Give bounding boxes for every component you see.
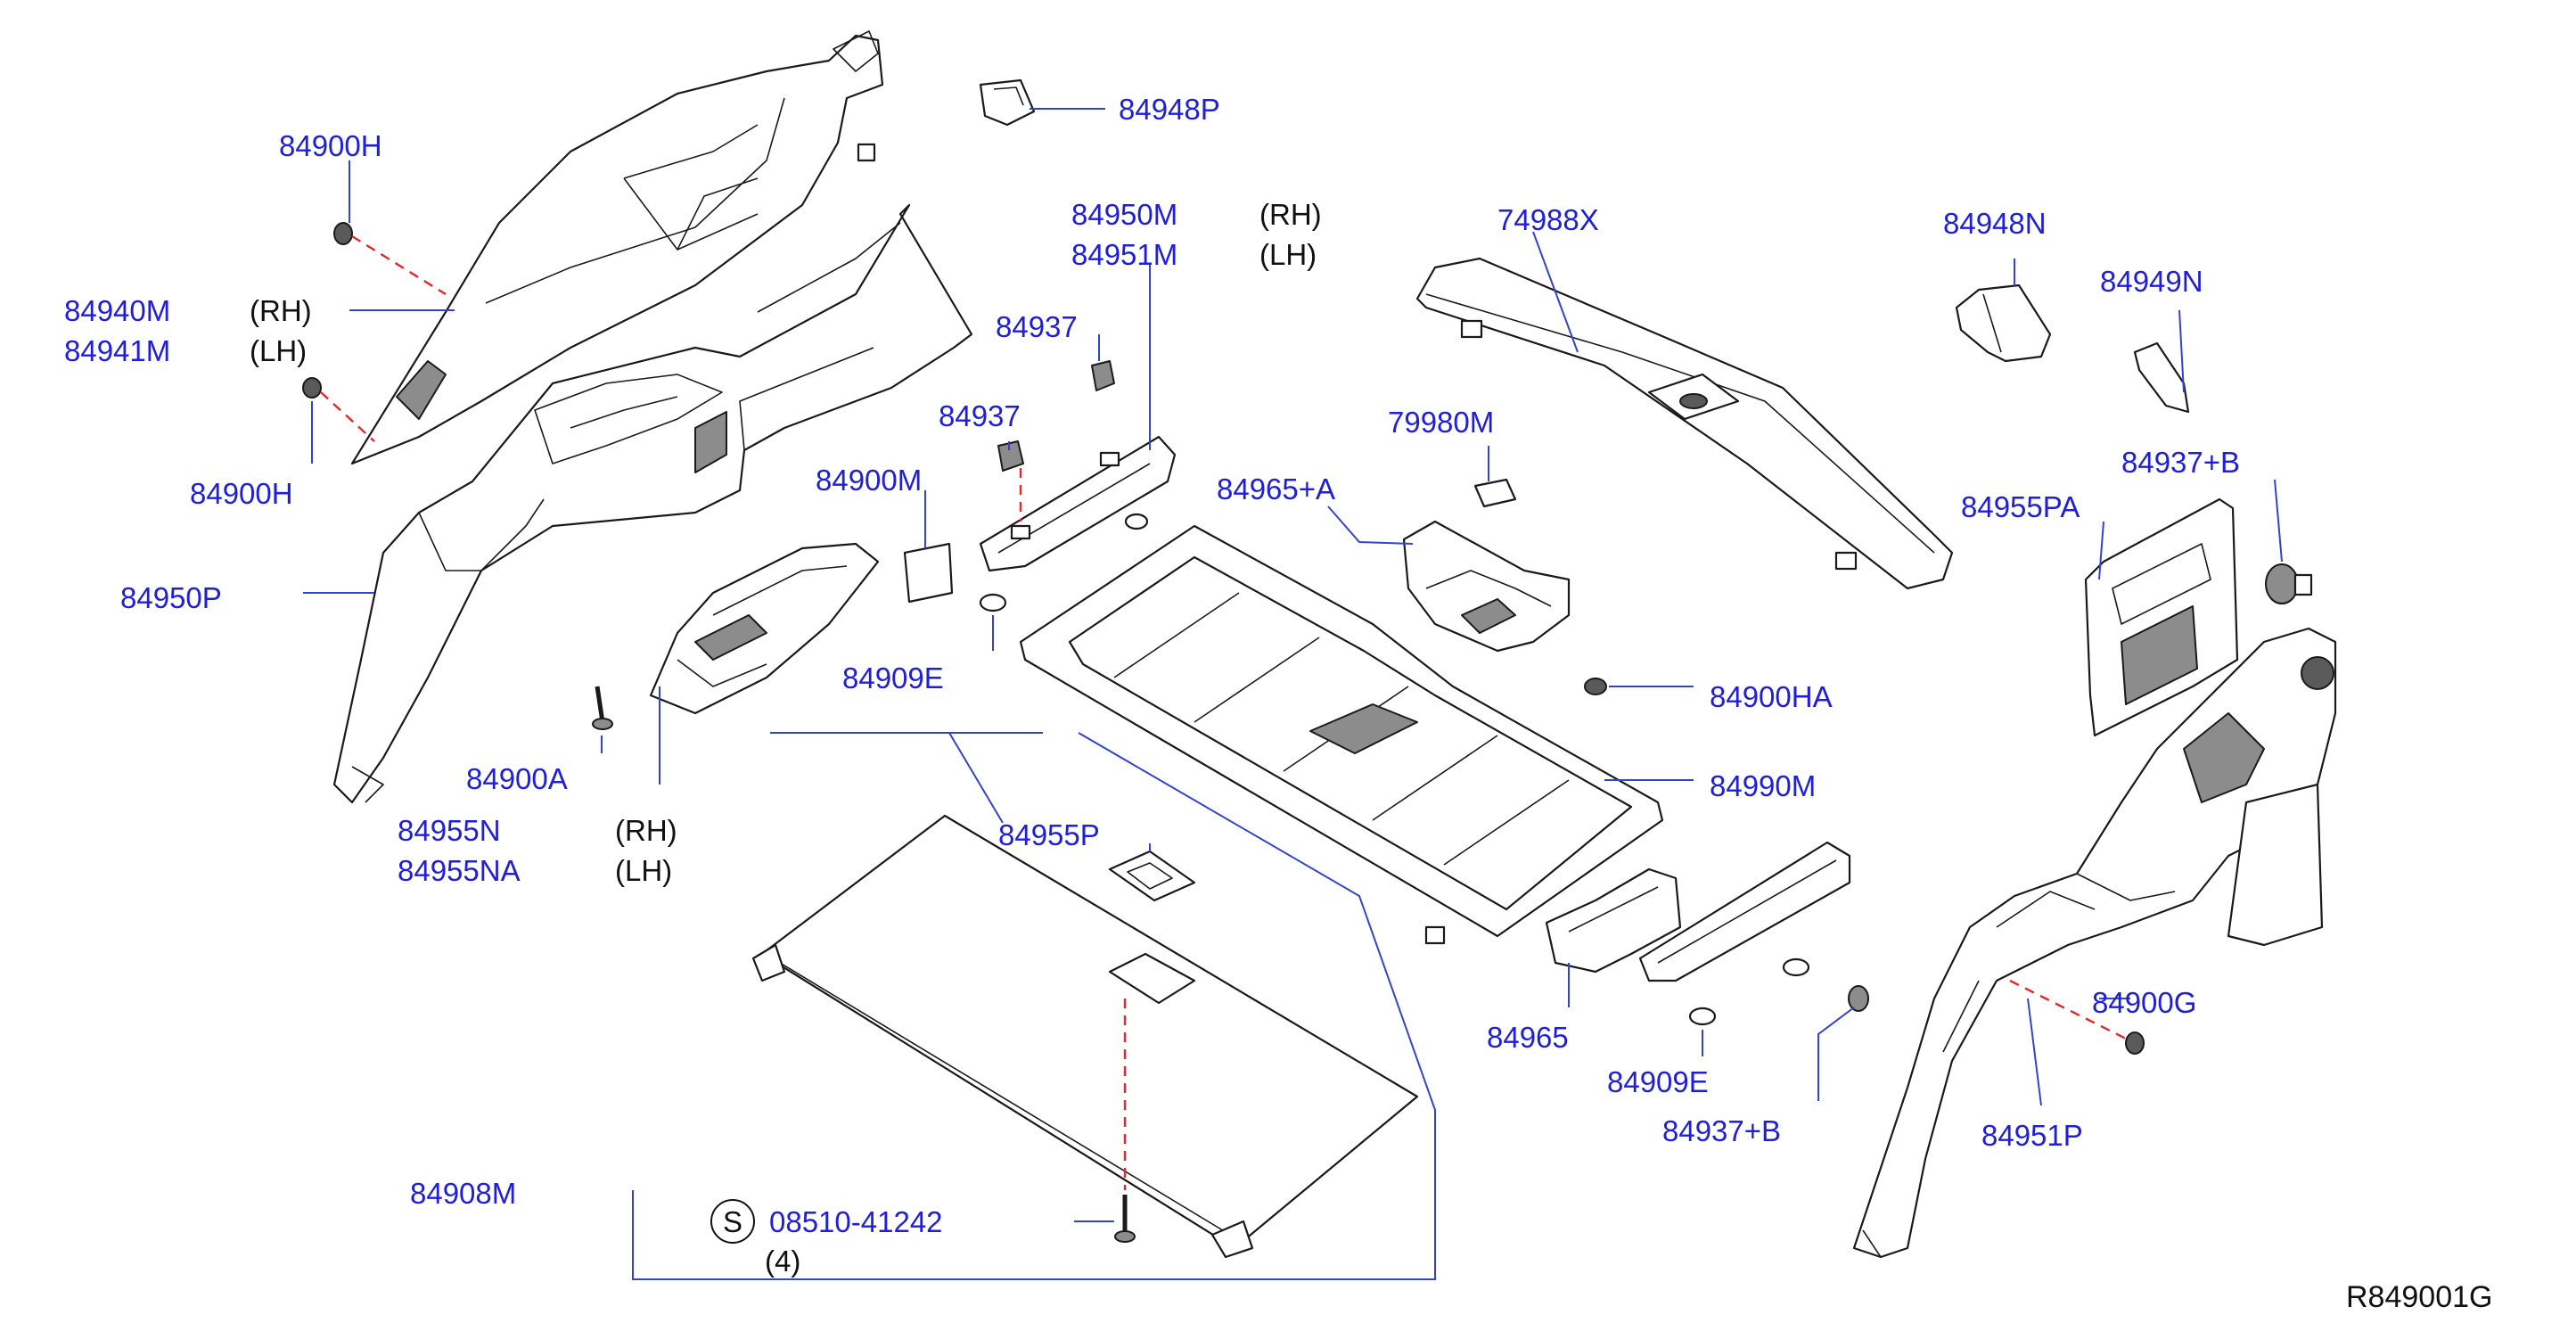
- label-84941M: 84941M: [64, 334, 170, 367]
- screw-84900A-drawing: [592, 686, 613, 730]
- figure-reference-code: R849001G: [2346, 1280, 2492, 1314]
- clip-84949N-drawing: [2133, 341, 2190, 414]
- label-84937B-bottom: 84937+B: [1662, 1114, 1781, 1147]
- block-79980M-drawing: [1473, 478, 1517, 508]
- label-84951M-side: (LH): [1259, 238, 1317, 271]
- label-84965: 84965: [1487, 1021, 1569, 1054]
- label-84955N: 84955N: [398, 814, 501, 847]
- bracket-84950M-drawing: [979, 435, 1177, 572]
- label-84948N: 84948N: [1943, 207, 2047, 240]
- screw-84900H-top-drawing: [333, 222, 353, 245]
- clip-84937B-bottom-drawing: [1848, 985, 1869, 1012]
- label-84950M-side: (RH): [1259, 198, 1322, 231]
- rear-finisher-74988X-drawing: [1415, 257, 1954, 590]
- label-84950P: 84950P: [120, 581, 222, 614]
- bracket-84965-drawing: [1545, 841, 1851, 982]
- label-84949N: 84949N: [2100, 265, 2203, 298]
- label-84955NA-side: (LH): [615, 854, 672, 887]
- label-84909E-left: 84909E: [842, 662, 944, 694]
- label-84948P: 84948P: [1119, 93, 1220, 126]
- grille-panel-84955PA-drawing: [2084, 497, 2239, 737]
- cover-84948N-drawing: [1955, 284, 2052, 363]
- clip-84948P-drawing: [979, 78, 1036, 127]
- left-side-trim-drawing: [332, 203, 973, 804]
- label-84965A: 84965+A: [1217, 472, 1335, 505]
- label-84955P: 84955P: [998, 818, 1100, 851]
- label-84900A: 84900A: [466, 762, 568, 795]
- clip-84937-upper-drawing: [1091, 360, 1115, 391]
- label-08510-41242: 08510-41242: [769, 1205, 943, 1238]
- screw-spec-quantity: (4): [765, 1245, 800, 1278]
- label-84940M: 84940M: [64, 294, 170, 327]
- leader-lines: [303, 108, 2283, 1280]
- label-84900HA: 84900HA: [1710, 680, 1833, 713]
- grommet-right-b-drawing: [1782, 957, 1810, 977]
- grommet-left-drawing: [979, 593, 1007, 612]
- label-79980M: 79980M: [1388, 406, 1494, 439]
- grommet-right-a-drawing: [1688, 1007, 1717, 1026]
- screw-84900G-drawing: [2125, 1031, 2145, 1055]
- label-84900M: 84900M: [816, 464, 922, 497]
- label-84900H-bottom: 84900H: [190, 477, 293, 510]
- label-84941M-side: (LH): [250, 334, 307, 367]
- label-84951P: 84951P: [1981, 1119, 2083, 1152]
- label-74988X: 74988X: [1497, 203, 1599, 236]
- label-84940M-side: (RH): [250, 294, 312, 327]
- label-84937B-top: 84937+B: [2121, 446, 2240, 479]
- grommet-floor-drawing: [1124, 513, 1149, 530]
- label-84955NA: 84955NA: [398, 854, 521, 887]
- screw-84900HA-drawing: [1584, 678, 1607, 695]
- screw-spec-symbol: S: [710, 1199, 755, 1244]
- hidden-lines: [320, 234, 2127, 1190]
- label-84990M: 84990M: [1710, 769, 1816, 802]
- screw-spec-letter: S: [723, 1205, 742, 1238]
- label-84955N-side: (RH): [615, 814, 677, 847]
- floor-board-84990M-drawing: [1019, 524, 1664, 945]
- bracket-84965A-drawing: [1402, 520, 1571, 653]
- label-84900G: 84900G: [2092, 986, 2196, 1019]
- tonneau-cover-drawing: [751, 814, 1419, 1259]
- pad-84900M-drawing: [903, 542, 954, 604]
- label-84937-lower: 84937: [939, 399, 1021, 432]
- right-side-trim-drawing: [1852, 627, 2337, 1259]
- label-84909E-right: 84909E: [1607, 1065, 1709, 1098]
- upper-side-trim-drawing: [350, 30, 884, 465]
- screw-08510-drawing: [1114, 1195, 1136, 1243]
- label-84950M: 84950M: [1071, 198, 1177, 231]
- label-84908M: 84908M: [410, 1177, 516, 1210]
- label-84955PA: 84955PA: [1961, 490, 2080, 523]
- clip-84937-lower-drawing: [997, 440, 1024, 472]
- clip-84937B-top-drawing: [2265, 563, 2313, 604]
- screw-84900H-bottom-drawing: [302, 377, 322, 399]
- label-84951M: 84951M: [1071, 238, 1177, 271]
- pocket-trim-drawing: [649, 542, 880, 715]
- label-84937-upper: 84937: [996, 310, 1078, 343]
- label-84900H-top: 84900H: [279, 129, 382, 162]
